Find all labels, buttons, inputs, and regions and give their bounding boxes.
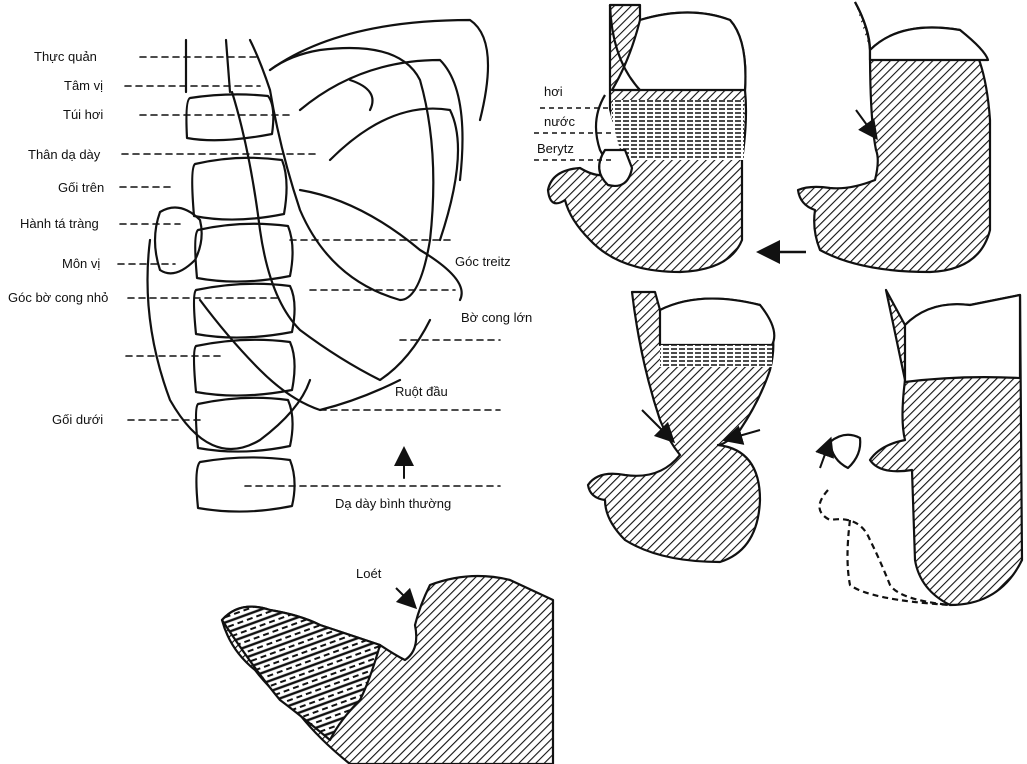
- leader-lines: [118, 57, 500, 486]
- stomach-air-fluid-level: [548, 5, 746, 272]
- label-mon-vi: Môn vị: [62, 256, 100, 271]
- label-goc-bo-cong-nho: Góc bờ cong nhỏ: [8, 290, 108, 305]
- arrow-partial-icon: [820, 446, 828, 468]
- label-loet: Loét: [356, 566, 382, 581]
- stomach-ulcer: [222, 576, 553, 764]
- label-thuc-quan: Thực quản: [34, 49, 97, 64]
- label-than-da-day: Thân dạ dày: [28, 147, 101, 162]
- label-bo-cong-lon: Bờ cong lớn: [461, 310, 532, 325]
- label-goi-duoi: Gối dưới: [52, 412, 103, 427]
- label-hoi: hơi: [544, 84, 563, 99]
- label-ruot-dau: Ruột đầu: [395, 384, 448, 399]
- air-fluid-labels: hơi nước Berytz: [537, 84, 575, 156]
- arrow-ulcer-icon: [396, 588, 410, 602]
- label-da-day-binh-thuong: Dạ dày bình thường: [335, 496, 451, 511]
- label-goi-tren: Gối trên: [58, 180, 104, 195]
- stomach-incisura: [798, 2, 990, 272]
- label-berytz: Berytz: [537, 141, 574, 156]
- spine: [186, 40, 295, 512]
- arrow-incisura-icon: [856, 110, 872, 132]
- label-goc-treitz: Góc treitz: [455, 254, 511, 269]
- label-tam-vi: Tâm vị: [64, 78, 103, 93]
- stomach-outline: [148, 40, 434, 449]
- label-nuoc: nước: [544, 114, 575, 129]
- label-hanh-ta-trang: Hành tá tràng: [20, 216, 99, 231]
- stomach-partial: [819, 290, 1022, 605]
- label-tui-hoi: Túi hơi: [63, 107, 103, 122]
- stomach-hourglass: [588, 292, 774, 562]
- normal-stomach-drawing: [118, 20, 500, 512]
